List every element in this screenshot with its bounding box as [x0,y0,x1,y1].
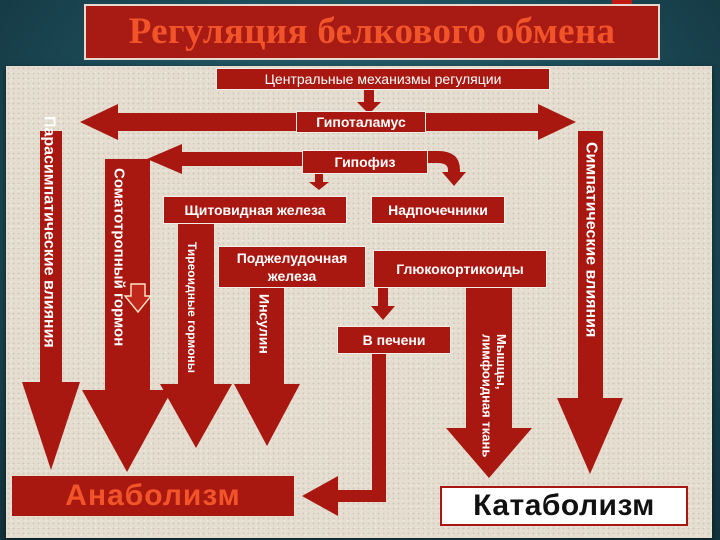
glucocorticoids-box: Глюкокортикоиды [373,250,547,288]
hypothalamus-box: Гипоталамус [296,111,426,133]
liver-box: В печени [337,326,451,354]
insulin-label: Инсулин [256,294,273,354]
glucocorticoids-to-liver-arrow [371,288,395,320]
parasympathetic-arrow [22,131,80,470]
anabolism-box: Анаболизм [12,476,294,516]
thyroid-box: Щитовидная железа [163,196,347,224]
thyroid-hormones-arrow [160,222,232,448]
sympathetic-arrow [557,131,623,474]
pituitary-to-thyroid-arrow [309,174,329,190]
somatotropic-arrow [82,159,172,472]
sympathetic-label: Симпатические влияния [582,142,600,338]
adrenals-box: Надпочечники [371,196,505,224]
small-outline-arrow [123,283,153,314]
somatotropic-label: Соматотропный гормон [110,168,128,347]
muscles-label: Мышцы, лимфоидная ткань [479,334,509,458]
central-mechanisms-box: Центральные механизмы регуляции [216,68,550,90]
catabolism-box: Катаболизм [440,486,688,526]
liver-to-anabolism-arrow [302,354,386,516]
insulin-arrow [234,288,300,446]
pituitary-left-arrow [147,144,302,174]
parasympathetic-label: Парасимпатические влияния [40,116,58,348]
slide-title: Регуляция белкового обмена [84,4,660,60]
muscles-arrow [446,288,532,478]
central-to-hypothalamus-arrow [357,88,381,114]
pancreas-box: Поджелудочная железа [218,246,366,288]
thyroid-hormones-label: Тиреоидные гормоны [185,242,200,373]
pituitary-to-adrenals-arrow [428,151,466,186]
pituitary-box: Гипофиз [302,150,428,174]
